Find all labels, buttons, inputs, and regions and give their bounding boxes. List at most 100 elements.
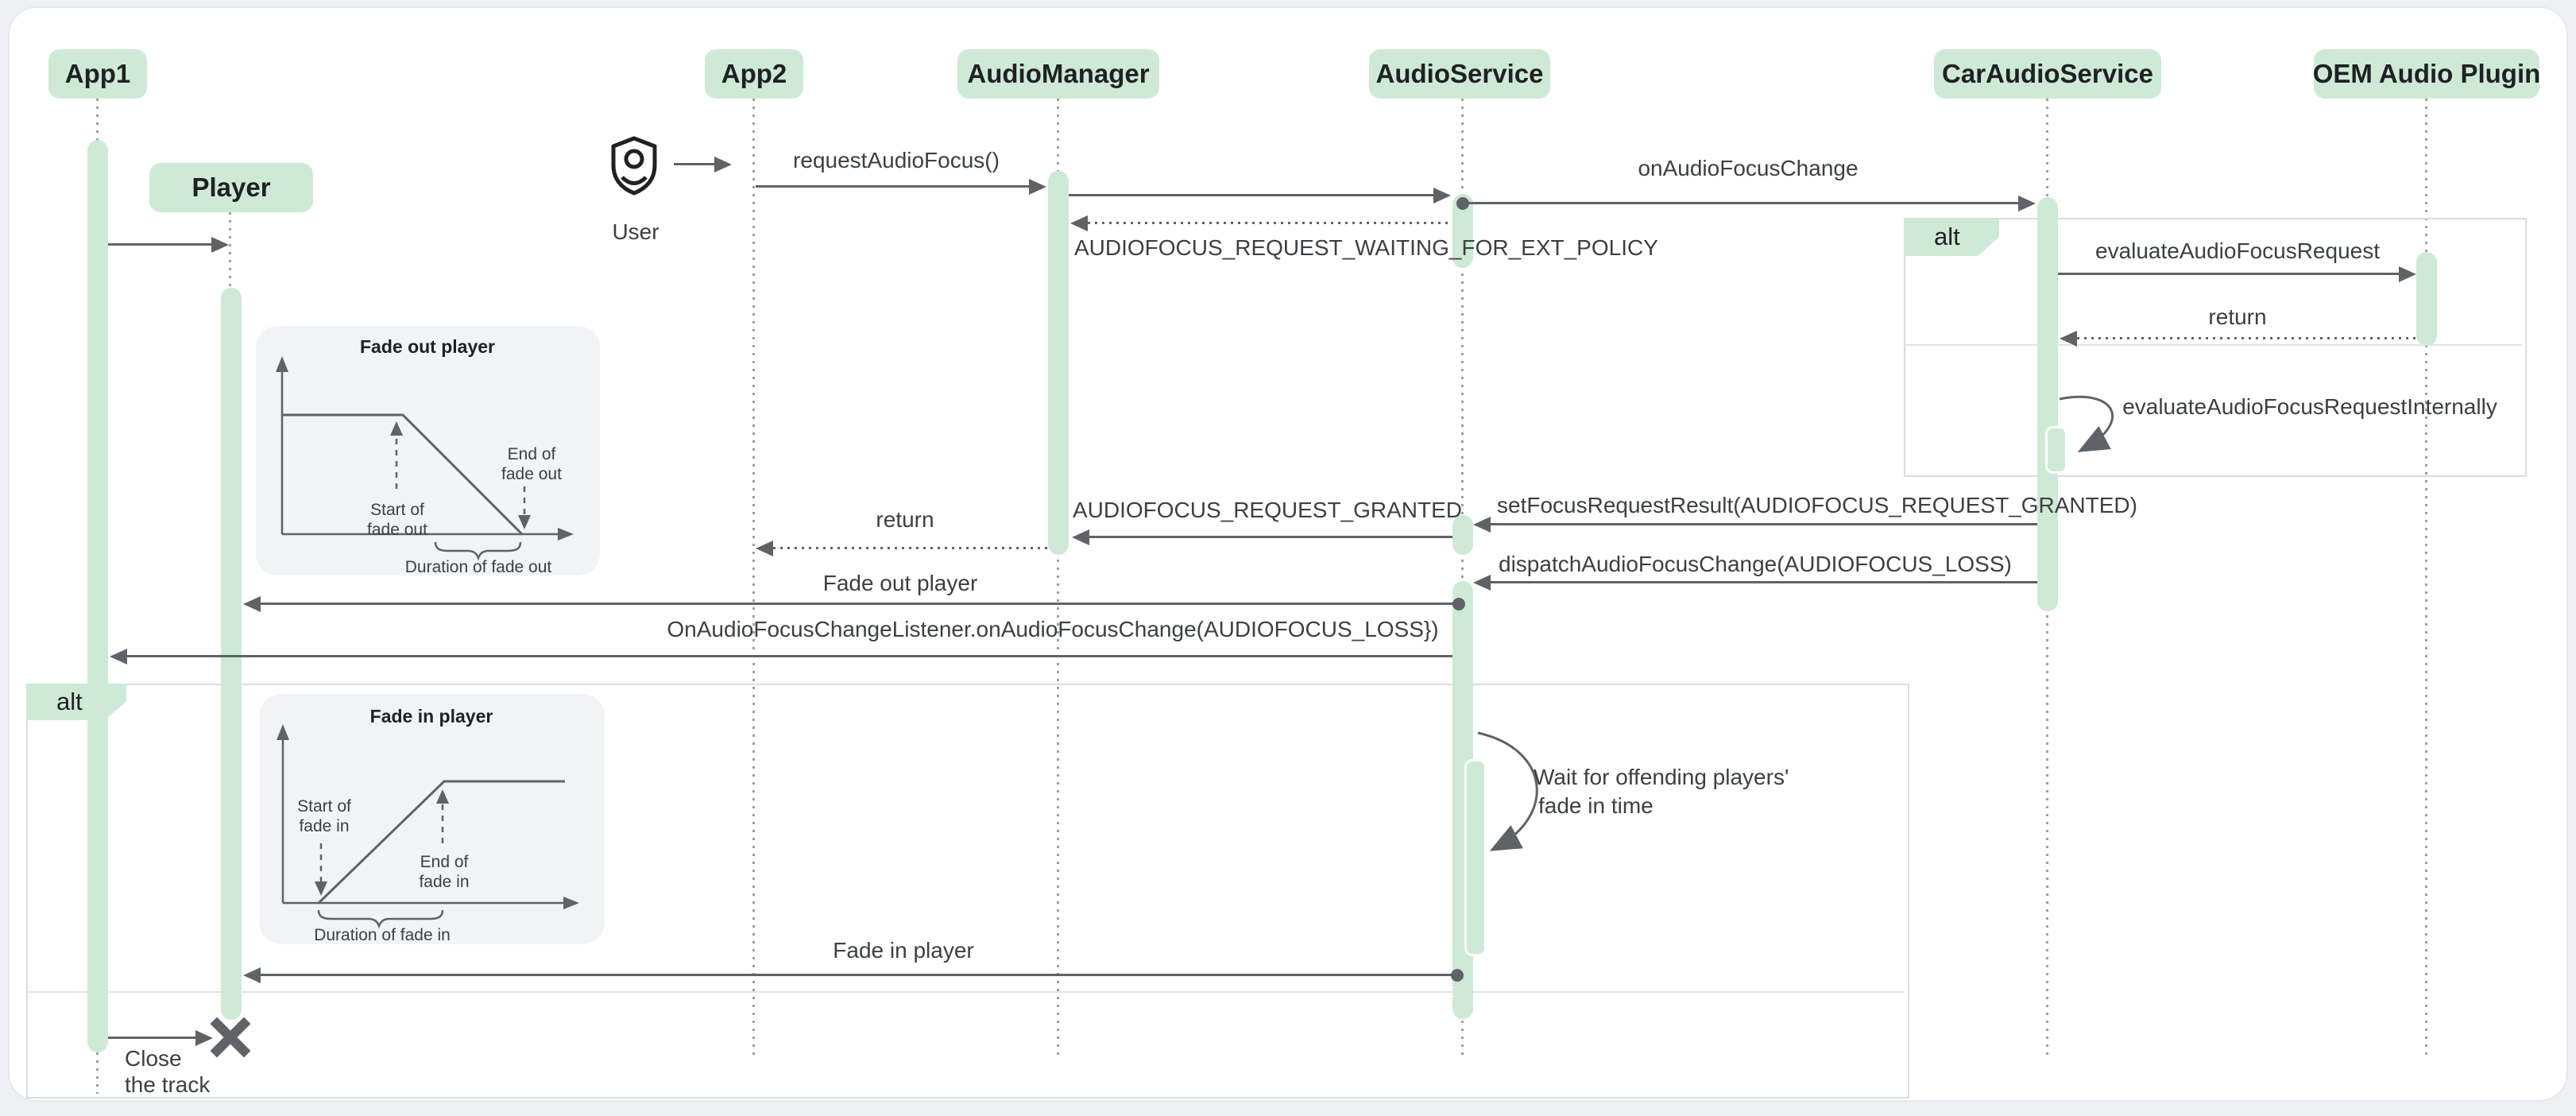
user-actor-label: User <box>612 219 659 244</box>
alt-frame-left <box>26 684 1909 1099</box>
fade-out-end-label-1: End of <box>508 445 556 463</box>
lifeline-audio-manager <box>1057 99 1059 1059</box>
fade-in-chart-svg: Fade in player Start of fade in End of f… <box>277 706 579 944</box>
dispatch-focus-change-arrowhead <box>1473 575 1491 591</box>
request-audio-focus-arrowhead <box>1029 179 1046 195</box>
participant-car-audio-service: CarAudioService <box>1934 49 2161 99</box>
fade-out-chart-title: Fade out player <box>360 336 495 357</box>
return-oem-arrowhead <box>2060 331 2077 347</box>
on-audio-focus-change-line <box>1469 202 2018 204</box>
fade-in-start-label-2: fade in <box>299 817 349 835</box>
fade-out-player-dot <box>1452 598 1465 610</box>
alt-frame-right <box>1904 218 2527 477</box>
fade-in-player-dot <box>1451 969 1464 982</box>
on-audio-focus-change-dot <box>1456 197 1469 210</box>
msg-fade-in-player: Fade in player <box>833 938 974 963</box>
fade-out-start-label-1: Start of <box>370 501 424 519</box>
alt-left-label: alt <box>56 688 83 715</box>
return-app2-line <box>773 547 1048 549</box>
on-audio-focus-change-arrowhead <box>2018 196 2036 211</box>
activation-audio-service-2 <box>1452 515 1473 555</box>
return-oem-line <box>2077 337 2416 339</box>
fade-out-start-label-2: fade out <box>367 521 427 539</box>
fade-out-end-label-2: fade out <box>501 465 562 483</box>
activation-car-audio-service <box>2037 197 2058 611</box>
participant-audio-service-label: AudioService <box>1375 59 1544 88</box>
msg-close-line2: the track <box>125 1072 211 1097</box>
fade-in-end-label-1: End of <box>420 853 469 871</box>
activation-car-audio-service-self <box>2045 426 2067 474</box>
wait-self-arrow <box>1477 731 1538 851</box>
participant-app2: App2 <box>705 49 803 99</box>
fade-in-end-label-2: fade in <box>419 873 469 891</box>
fade-in-duration-label: Duration of fade in <box>314 926 451 944</box>
on-focus-change-listener-arrowhead <box>110 649 127 665</box>
evaluate-audio-focus-request-arrowhead <box>2399 266 2416 282</box>
participant-oem-plugin-label: OEM Audio Plugin <box>2312 59 2541 88</box>
activation-oem-plugin <box>2416 252 2437 346</box>
participant-oem-plugin: OEM Audio Plugin <box>2312 49 2541 99</box>
msg-waiting-ext-policy: AUDIOFOCUS_REQUEST_WAITING_FOR_EXT_POLIC… <box>1074 235 1658 260</box>
msg-return-app2: return <box>876 507 934 532</box>
evaluate-audio-focus-request-line <box>2058 273 2402 275</box>
app1-to-player-arrowhead <box>211 237 229 253</box>
msg-dispatch-focus-change: dispatchAudioFocusChange(AUDIOFOCUS_LOSS… <box>1499 552 2012 576</box>
msg-set-focus-request-result: setFocusRequestResult(AUDIOFOCUS_REQUEST… <box>1497 493 2137 517</box>
fade-in-player-arrowhead <box>243 967 261 983</box>
participant-audio-manager: AudioManager <box>957 49 1159 99</box>
request-granted-arrowhead <box>1072 529 1089 545</box>
fade-in-start-label-1: Start of <box>297 797 351 816</box>
alt-frame-right-tab: alt <box>1904 218 1999 256</box>
participant-app1: App1 <box>48 49 147 99</box>
user-to-app2-arrowhead <box>714 157 732 172</box>
lifeline-oem-plugin <box>2425 99 2427 1059</box>
alt-frame-left-divider <box>28 991 1905 993</box>
msg-evaluate-audio-focus-request: evaluateAudioFocusRequest <box>2094 238 2381 263</box>
msg-return-oem: return <box>2208 304 2267 329</box>
waiting-ext-policy-line <box>1088 222 1452 224</box>
close-track-line <box>108 1037 197 1039</box>
destroy-x-icon <box>210 1017 251 1058</box>
user-actor-icon <box>611 136 657 196</box>
activation-audio-manager <box>1048 171 1069 555</box>
fade-out-duration-label: Duration of fade out <box>405 558 552 575</box>
activation-app1 <box>87 140 108 1052</box>
fade-in-chart-title: Fade in player <box>370 706 493 727</box>
msg-request-granted: AUDIOFOCUS_REQUEST_GRANTED <box>1072 498 1463 522</box>
alt-frame-right-divider <box>1905 344 2522 346</box>
participant-audio-service: AudioService <box>1369 49 1550 99</box>
msg-request-audio-focus: requestAudioFocus() <box>793 148 1000 172</box>
activation-audio-service-wait <box>1464 759 1487 956</box>
fade-out-player-line <box>261 603 1459 605</box>
msg-evaluate-internally: evaluateAudioFocusRequestInternally <box>2122 394 2497 419</box>
dispatch-focus-change-line <box>1491 581 2037 583</box>
activation-player <box>221 288 242 1020</box>
audio-manager-to-service-arrowhead <box>1433 188 1451 203</box>
waiting-ext-policy-arrowhead <box>1070 215 1088 231</box>
app1-to-player-line <box>108 243 213 246</box>
msg-fade-out-player: Fade out player <box>822 571 978 595</box>
set-focus-request-result-line <box>1491 523 2037 525</box>
alt-right-label: alt <box>1934 223 1960 250</box>
msg-close-line1: Close <box>125 1046 182 1071</box>
participant-player: Player <box>149 163 313 212</box>
close-track-arrowhead <box>195 1030 213 1046</box>
msg-on-audio-focus-change: onAudioFocusChange <box>1638 156 1859 180</box>
participant-app1-label: App1 <box>64 59 131 88</box>
msg-on-focus-change-listener: OnAudioFocusChangeListener.onAudioFocusC… <box>667 617 1439 641</box>
participant-car-audio-service-label: CarAudioService <box>1942 59 2153 88</box>
fade-in-player-line <box>261 974 1457 976</box>
set-focus-request-result-arrowhead <box>1473 517 1491 533</box>
lifeline-audio-service <box>1461 99 1464 1059</box>
fade-out-chart-svg: Fade out player Start of fade out End of… <box>276 336 574 575</box>
msg-wait-line2: fade in time <box>1538 793 1654 818</box>
return-app2-arrowhead <box>756 541 773 556</box>
lifeline-app2 <box>752 99 755 1059</box>
request-audio-focus-line <box>756 185 1031 188</box>
participant-audio-manager-label: AudioManager <box>967 59 1150 88</box>
fade-out-player-arrowhead <box>243 596 261 612</box>
alt-frame-left-tab: alt <box>26 684 126 720</box>
request-granted-line <box>1089 536 1452 538</box>
audio-manager-to-service-line <box>1069 194 1435 196</box>
fade-out-chart: Fade out player Start of fade out End of… <box>256 326 600 575</box>
